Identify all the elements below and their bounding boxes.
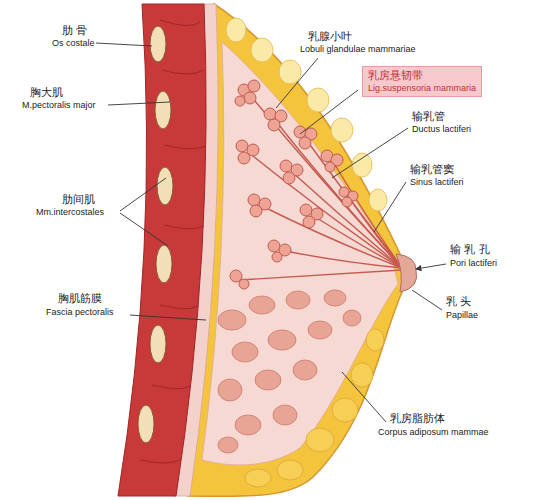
latin-label: Lobuli glandulae mammariae [300, 44, 416, 55]
latin-label: Corpus adiposum mammae [378, 427, 489, 438]
part-label: 胸大肌 [30, 86, 63, 99]
part-label: 输 乳 孔 [450, 243, 490, 256]
highlight-box: 乳房悬韧带Lig.suspensoria mammaria [362, 66, 482, 97]
part-label: 肋 骨 [62, 24, 88, 37]
latin-label: Ductus lactiferi [412, 124, 471, 135]
part-label: 肋间肌 [62, 193, 95, 206]
latin-label: Os costale [52, 38, 95, 49]
latin-label: Papillae [446, 310, 478, 321]
latin-label: Fascia pectoralis [46, 307, 114, 318]
part-label: 输乳管 [412, 110, 445, 123]
latin-label: Pori lactiferi [450, 258, 497, 269]
part-label: 乳房脂肪体 [390, 412, 445, 425]
latin-label: Mm.intercostales [36, 207, 104, 218]
part-label: 乳腺小叶 [308, 30, 352, 43]
ligament-latin: Lig.suspensoria mammaria [368, 83, 476, 94]
latin-label: M.pectoralis major [22, 100, 96, 111]
part-label: 输乳管窦 [410, 163, 454, 176]
latin-label: Sinus lactiferi [410, 177, 464, 188]
part-label: 胸肌筋膜 [58, 292, 102, 305]
part-label: 乳 头 [446, 295, 472, 308]
ligament-label: 乳房悬韧带 [368, 69, 476, 83]
